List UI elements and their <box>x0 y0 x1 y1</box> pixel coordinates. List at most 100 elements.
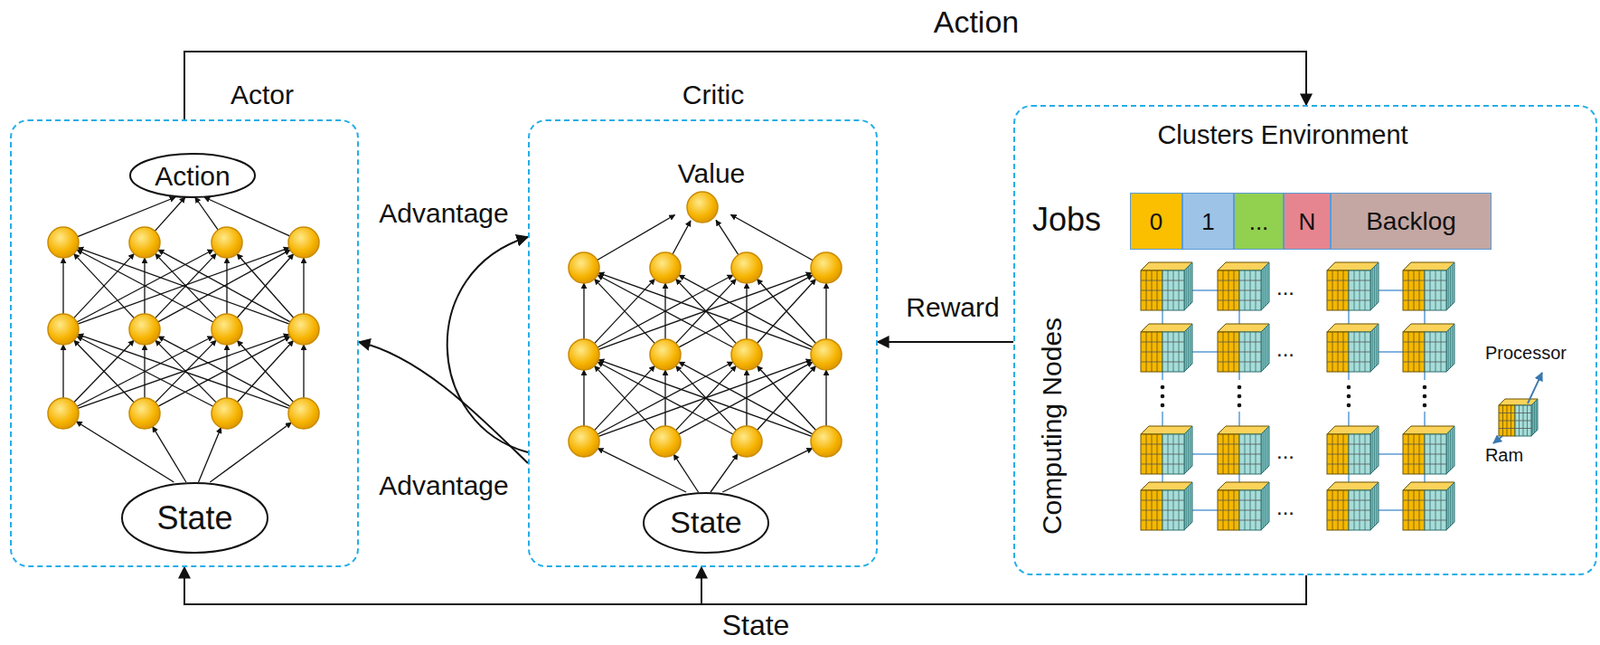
grid-line <box>1449 430 1451 471</box>
grid-line <box>1374 486 1375 527</box>
ellipse-node: State <box>642 491 770 554</box>
neuron <box>810 425 842 457</box>
grid-line <box>1140 290 1185 292</box>
grid-line <box>1217 499 1262 501</box>
grid-line <box>1327 351 1371 353</box>
grid-line <box>1217 509 1262 511</box>
neuron <box>288 226 320 258</box>
neuron <box>211 397 243 429</box>
grid-line <box>1217 361 1262 363</box>
ellipsis-dot <box>1422 403 1428 408</box>
net-link <box>225 344 227 398</box>
neuron <box>47 226 79 258</box>
neuron <box>649 338 681 370</box>
net-link <box>594 365 656 430</box>
cube-side <box>1261 262 1270 311</box>
cube-side <box>1261 425 1270 474</box>
edge-label: Action <box>931 5 1023 39</box>
grid-line <box>1327 290 1371 292</box>
net-link <box>598 359 812 437</box>
grid-line <box>1140 453 1185 455</box>
net-link <box>597 274 734 348</box>
ellipsis: ... <box>1276 439 1295 463</box>
ellipsis: ... <box>1276 337 1295 361</box>
node-link <box>1347 310 1350 324</box>
cube-side <box>1370 425 1379 474</box>
grid-line <box>1189 483 1191 524</box>
cube-top <box>1140 323 1193 332</box>
net-link <box>594 278 656 343</box>
grid-line <box>1140 341 1185 343</box>
grid-line <box>1140 443 1185 445</box>
net-link <box>678 361 813 434</box>
grid-line <box>1264 430 1266 471</box>
connector <box>447 236 528 452</box>
node-link <box>1238 310 1241 324</box>
grid-line <box>1185 488 1187 528</box>
grid-line <box>1327 463 1371 465</box>
cube-side <box>1446 262 1455 311</box>
grid-line <box>1498 420 1532 422</box>
cube-top <box>1140 481 1193 490</box>
grid-line <box>1327 519 1371 521</box>
grid-line <box>1374 430 1375 471</box>
net-link <box>678 361 813 434</box>
net-link <box>678 274 813 348</box>
net-link <box>225 257 227 314</box>
grid-line <box>1372 432 1374 472</box>
net-link <box>583 369 584 426</box>
cube-side <box>1184 425 1193 474</box>
job-cell: 1 <box>1182 192 1234 250</box>
grid-line <box>1327 280 1371 282</box>
node-link <box>1238 411 1241 426</box>
cube-side <box>1261 481 1270 530</box>
net-link <box>155 253 217 318</box>
grid-line <box>1327 453 1371 455</box>
net-link <box>236 254 293 319</box>
grid-line <box>1185 268 1187 309</box>
grid-line <box>1266 427 1268 468</box>
net-link <box>756 279 816 344</box>
panel-title: Clusters Environment <box>1157 121 1408 151</box>
ellipsis-dot <box>1237 394 1243 399</box>
grid-line <box>1372 329 1374 370</box>
grid-line <box>1266 483 1268 524</box>
net-link <box>77 334 290 409</box>
net-link <box>76 249 214 322</box>
ellipsis-dot <box>1422 385 1428 390</box>
ellipse-node: State <box>121 481 269 554</box>
node-link <box>1347 371 1350 380</box>
net-link <box>62 344 64 398</box>
net-link <box>77 197 176 237</box>
neuron <box>649 252 681 283</box>
net-link <box>158 336 291 406</box>
grid-line <box>1266 325 1268 366</box>
ellipsis-dot <box>1160 394 1166 399</box>
grid-line <box>1217 453 1262 455</box>
edge-label: Reward <box>903 291 1002 322</box>
panel-box: Clusters Environment01...NBacklog <box>1013 104 1598 575</box>
grid-line <box>1327 509 1371 511</box>
ellipsis: ... <box>1276 275 1295 300</box>
panel-title: Critic <box>682 79 744 110</box>
net-link <box>715 219 739 255</box>
grid-line <box>1498 427 1532 429</box>
node-label: Backlog <box>1365 207 1457 236</box>
grid-line <box>1372 488 1374 528</box>
cube-side <box>1446 323 1455 372</box>
grid-line <box>1448 329 1450 370</box>
net-link <box>302 344 304 398</box>
node-link <box>1161 411 1164 426</box>
grid-line <box>1217 300 1262 302</box>
net-link <box>756 366 816 431</box>
grid-line <box>1402 453 1447 455</box>
net-link <box>825 282 827 339</box>
net-link <box>597 274 734 348</box>
net-link <box>673 453 698 492</box>
cube-top <box>1327 262 1379 271</box>
neuron <box>568 252 600 283</box>
grid-line <box>1402 290 1447 292</box>
grid-line <box>1264 266 1266 307</box>
legend-label: Ram <box>1485 444 1524 465</box>
net-link <box>77 247 290 324</box>
